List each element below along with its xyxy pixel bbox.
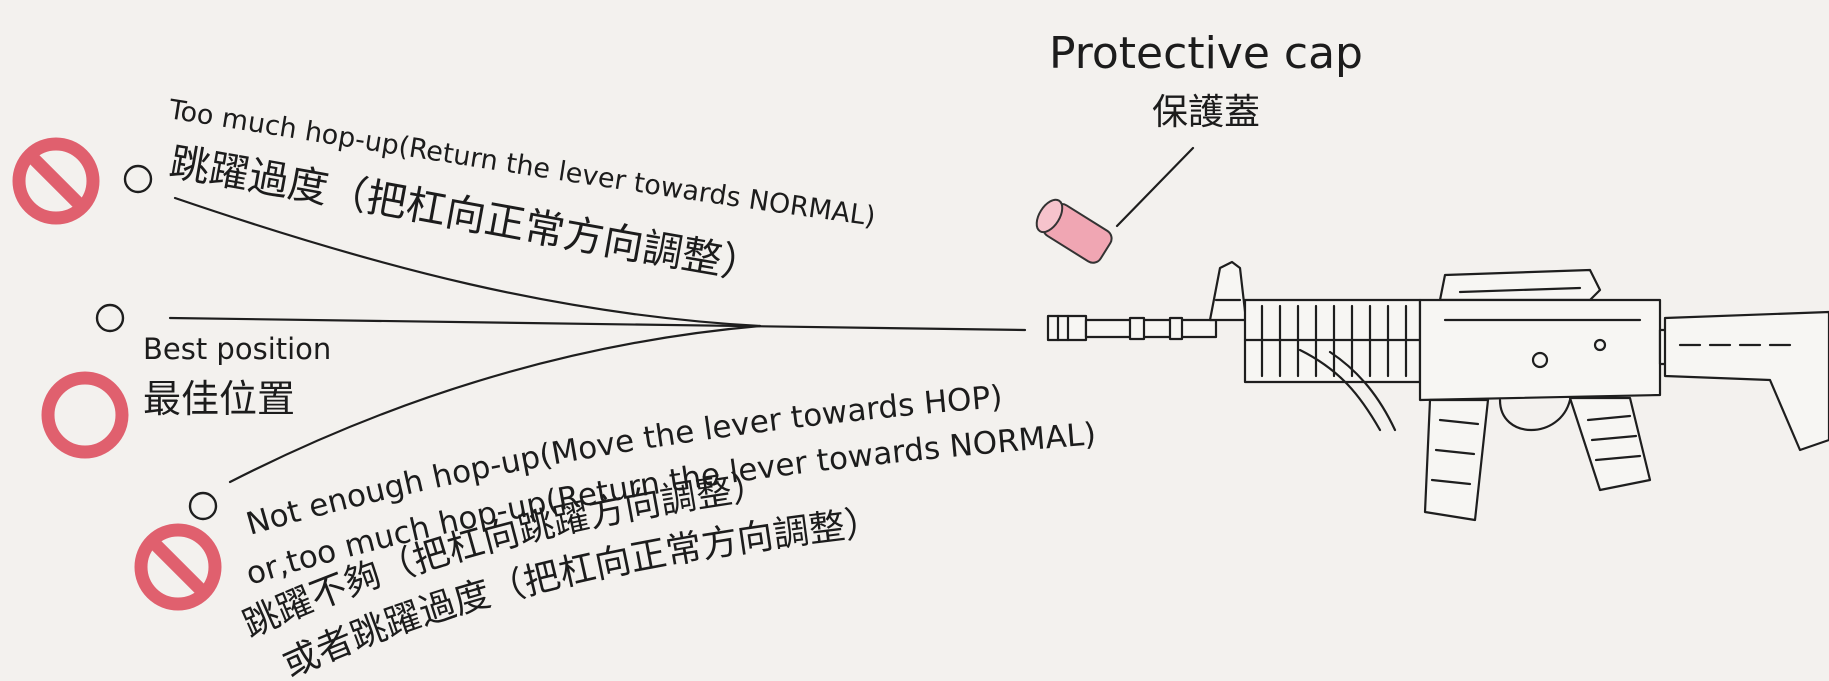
- prohibited-icon: [134, 523, 222, 611]
- hollow-circle-icon: [95, 303, 125, 333]
- hollow-circle-icon: [123, 164, 153, 194]
- barrel: [1084, 318, 1218, 339]
- best-trajectory: [168, 316, 1027, 332]
- trajectory-lines: [168, 196, 1027, 484]
- not-enough-trajectory: [228, 324, 762, 484]
- correct-circle-icon: [41, 371, 129, 459]
- support-hand: [1298, 348, 1382, 432]
- too-much-trajectory: [173, 196, 762, 328]
- rifle-illustration: [1046, 260, 1829, 522]
- protective-cap-label-en: Protective cap: [1049, 28, 1363, 79]
- best-position-label-en: Best position: [143, 332, 331, 366]
- stock: [1663, 310, 1829, 452]
- best-position-label-zh: 最佳位置: [143, 377, 295, 421]
- prohibited-icon: [12, 137, 100, 225]
- protective-cap-label-zh: 保護蓋: [1152, 92, 1260, 133]
- hollow-circle-icon: [188, 491, 218, 521]
- magazine: [1423, 398, 1490, 522]
- carry-handle: [1438, 268, 1602, 302]
- front-sight: [1208, 260, 1248, 322]
- pistol-grip: [1568, 396, 1652, 492]
- trigger-guard: [1498, 398, 1572, 432]
- protective-cap: [1035, 198, 1113, 264]
- cap-leader-line: [1115, 146, 1195, 228]
- receiver: [1418, 298, 1662, 402]
